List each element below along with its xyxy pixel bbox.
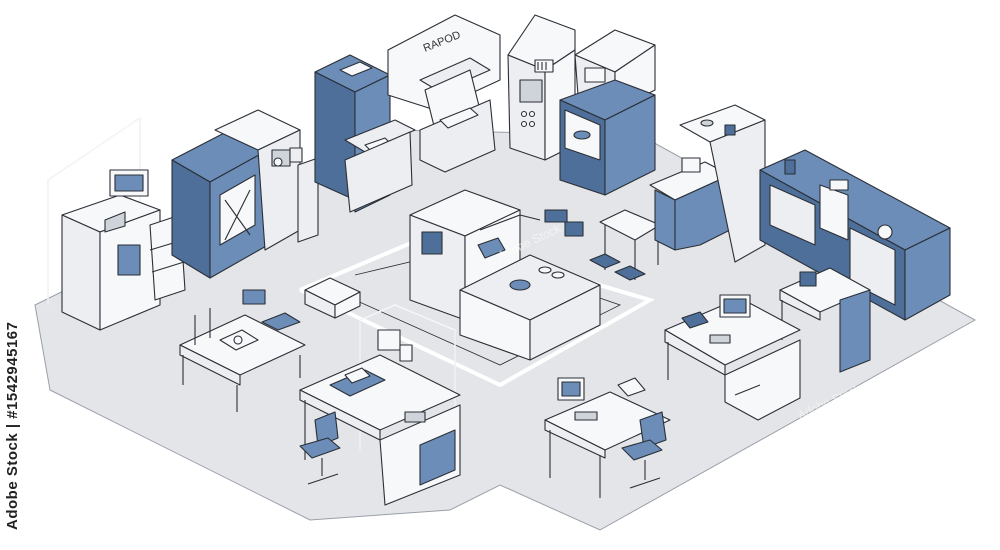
floor-zone-marking — [299, 232, 656, 388]
central-machining-center — [409, 189, 601, 361]
barcode-icon — [534, 59, 554, 73]
stock-watermark: Adobe Stock | #1542945167 — [4, 321, 21, 530]
computer-desk — [664, 294, 801, 421]
desk-right — [779, 267, 871, 373]
control-cabinet — [61, 169, 161, 331]
front-desk-right — [544, 377, 671, 498]
rapod-machine: RAPOD — [387, 14, 501, 173]
machine-white — [214, 109, 319, 251]
parts-tray — [304, 277, 361, 319]
office-chair-right — [621, 411, 667, 489]
3d-printer — [314, 54, 416, 213]
workstation-cabinets-right — [759, 149, 951, 321]
microscope-icon — [681, 157, 701, 173]
cnc-machine-right — [559, 29, 656, 196]
assembly-table-left — [179, 289, 306, 412]
workbench-front-left — [299, 304, 461, 506]
svg-text:Adobe Stock: Adobe Stock — [95, 61, 163, 103]
inspection-bench — [649, 104, 766, 263]
office-chair-left — [299, 411, 341, 485]
